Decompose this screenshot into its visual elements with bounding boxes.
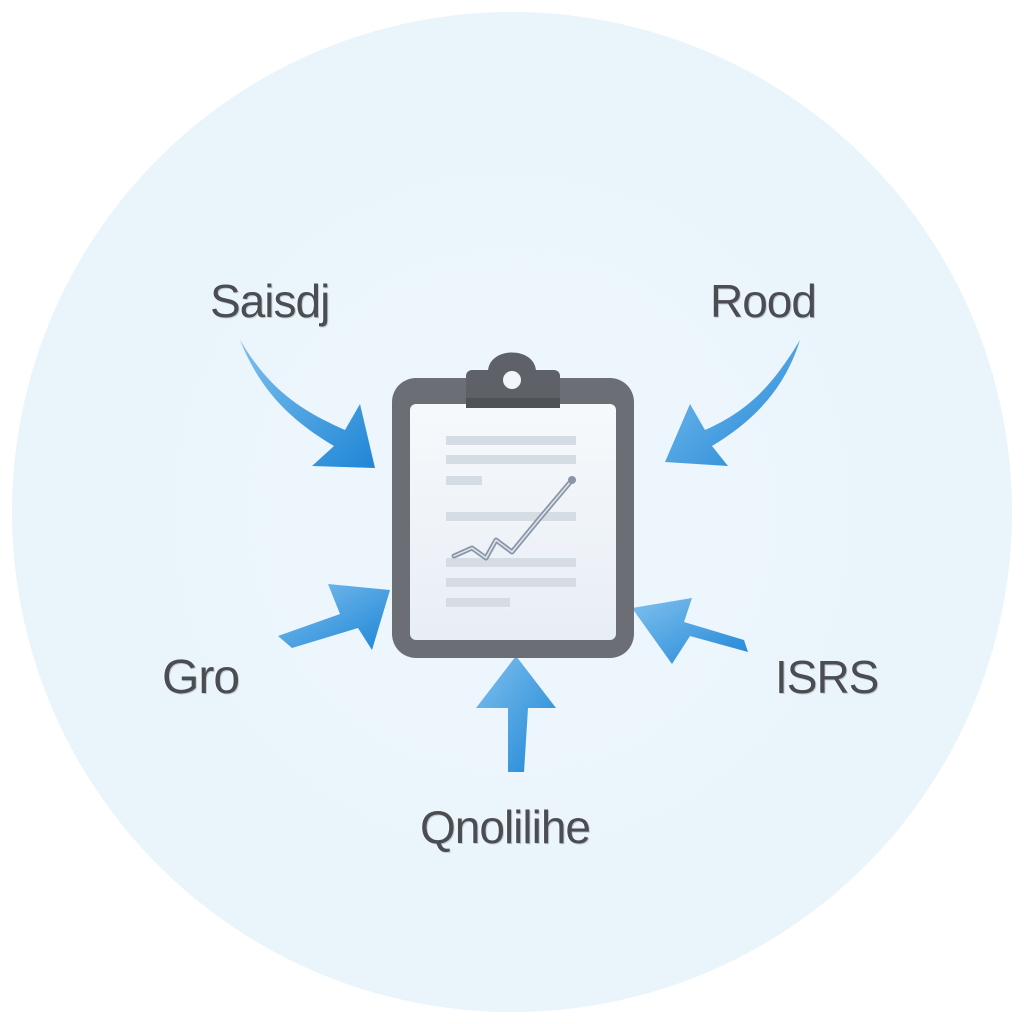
label-top-left: Saisdj (210, 275, 330, 327)
label-top-right: Rood (710, 275, 817, 327)
arrow-right-icon (632, 598, 748, 664)
document-text-lines (446, 436, 576, 607)
label-bottom: Qnolilihe (420, 801, 591, 853)
trend-line-icon (451, 476, 576, 561)
label-left: Gro (162, 651, 240, 704)
arrow-top-left-icon (240, 340, 375, 468)
arrow-bottom-icon (476, 656, 556, 772)
arrow-top-right-icon (665, 340, 800, 466)
arrow-left-icon (278, 584, 390, 650)
label-right: ISRS (775, 651, 879, 703)
clipboard-icon (392, 352, 634, 658)
